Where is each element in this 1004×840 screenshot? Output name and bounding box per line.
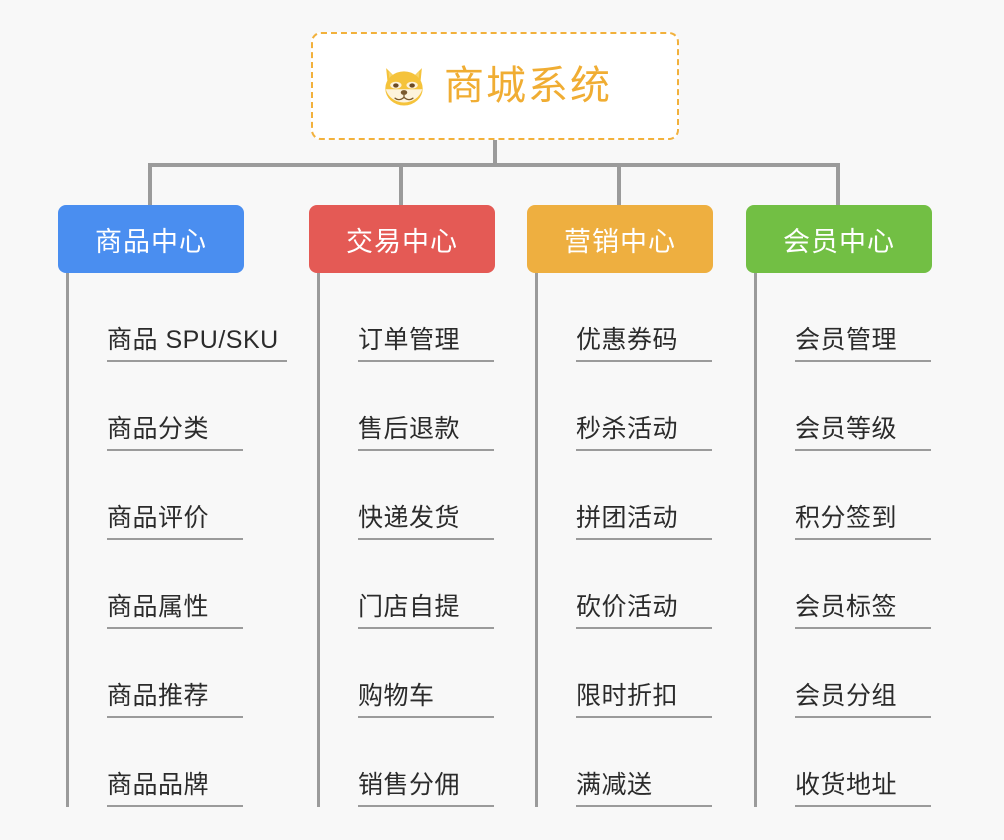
- leaf-list-2: 订单管理 售后退款 快递发货 门店自提 购物车 销售分佣: [317, 273, 495, 807]
- leaf-label: 秒杀活动: [576, 415, 712, 451]
- list-item[interactable]: 满减送: [538, 718, 713, 807]
- list-item[interactable]: 积分签到: [757, 451, 932, 540]
- list-item[interactable]: 会员管理: [757, 273, 932, 362]
- list-item[interactable]: 收货地址: [757, 718, 932, 807]
- leaf-label: 满减送: [576, 771, 712, 807]
- leaf-label: 销售分佣: [358, 771, 494, 807]
- category-column-4: 会员中心 会员管理 会员等级 积分签到 会员标签 会员分组 收货地址: [746, 205, 932, 807]
- root-title: 商城系统: [444, 64, 612, 108]
- connector-drop-1: [148, 163, 152, 205]
- list-item[interactable]: 购物车: [320, 629, 495, 718]
- leaf-label: 砍价活动: [576, 593, 712, 629]
- leaf-label: 商品评价: [107, 504, 243, 540]
- category-column-2: 交易中心 订单管理 售后退款 快递发货 门店自提 购物车 销售分佣: [309, 205, 495, 807]
- category-header-3[interactable]: 营销中心: [527, 205, 713, 273]
- list-item[interactable]: 快递发货: [320, 451, 495, 540]
- list-item[interactable]: 优惠券码: [538, 273, 713, 362]
- list-item[interactable]: 商品推荐: [69, 629, 287, 718]
- list-item[interactable]: 售后退款: [320, 362, 495, 451]
- leaf-label: 限时折扣: [576, 682, 712, 718]
- list-item[interactable]: 会员标签: [757, 540, 932, 629]
- list-item[interactable]: 商品分类: [69, 362, 287, 451]
- connector-drop-2: [399, 163, 403, 205]
- connector-horizontal-bus: [148, 163, 840, 167]
- category-header-4[interactable]: 会员中心: [746, 205, 932, 273]
- list-item[interactable]: 销售分佣: [320, 718, 495, 807]
- leaf-label: 门店自提: [358, 593, 494, 629]
- list-item[interactable]: 商品评价: [69, 451, 287, 540]
- list-item[interactable]: 商品属性: [69, 540, 287, 629]
- connector-root-stem: [493, 140, 497, 165]
- list-item[interactable]: 门店自提: [320, 540, 495, 629]
- leaf-label: 商品属性: [107, 593, 243, 629]
- leaf-list-4: 会员管理 会员等级 积分签到 会员标签 会员分组 收货地址: [754, 273, 932, 807]
- list-item[interactable]: 砍价活动: [538, 540, 713, 629]
- leaf-label: 售后退款: [358, 415, 494, 451]
- list-item[interactable]: 商品 SPU/SKU: [69, 273, 287, 362]
- list-item[interactable]: 秒杀活动: [538, 362, 713, 451]
- category-column-3: 营销中心 优惠券码 秒杀活动 拼团活动 砍价活动 限时折扣 满减送: [527, 205, 713, 807]
- shiba-dog-face-icon: [385, 68, 423, 106]
- list-item[interactable]: 会员分组: [757, 629, 932, 718]
- leaf-list-1: 商品 SPU/SKU 商品分类 商品评价 商品属性 商品推荐 商品品牌: [66, 273, 287, 807]
- list-item[interactable]: 限时折扣: [538, 629, 713, 718]
- leaf-label: 商品分类: [107, 415, 243, 451]
- list-item[interactable]: 订单管理: [320, 273, 495, 362]
- leaf-label: 购物车: [358, 682, 494, 718]
- leaf-list-3: 优惠券码 秒杀活动 拼团活动 砍价活动 限时折扣 满减送: [535, 273, 713, 807]
- leaf-label: 会员等级: [795, 415, 931, 451]
- list-item[interactable]: 会员等级: [757, 362, 932, 451]
- list-item[interactable]: 商品品牌: [69, 718, 287, 807]
- leaf-label: 拼团活动: [576, 504, 712, 540]
- category-header-2[interactable]: 交易中心: [309, 205, 495, 273]
- leaf-label: 订单管理: [358, 326, 494, 362]
- category-column-1: 商品中心 商品 SPU/SKU 商品分类 商品评价 商品属性 商品推荐 商品品牌: [58, 205, 287, 807]
- category-header-1[interactable]: 商品中心: [58, 205, 244, 273]
- root-node[interactable]: 商城系统: [311, 32, 679, 140]
- leaf-label: 积分签到: [795, 504, 931, 540]
- leaf-label: 会员标签: [795, 593, 931, 629]
- leaf-label: 商品 SPU/SKU: [107, 326, 287, 362]
- leaf-label: 优惠券码: [576, 326, 712, 362]
- leaf-label: 快递发货: [358, 504, 494, 540]
- leaf-label: 收货地址: [795, 771, 931, 807]
- leaf-label: 商品品牌: [107, 771, 243, 807]
- leaf-label: 商品推荐: [107, 682, 243, 718]
- leaf-label: 会员管理: [795, 326, 931, 362]
- connector-drop-3: [617, 163, 621, 205]
- leaf-label: 会员分组: [795, 682, 931, 718]
- connector-drop-4: [836, 163, 840, 205]
- list-item[interactable]: 拼团活动: [538, 451, 713, 540]
